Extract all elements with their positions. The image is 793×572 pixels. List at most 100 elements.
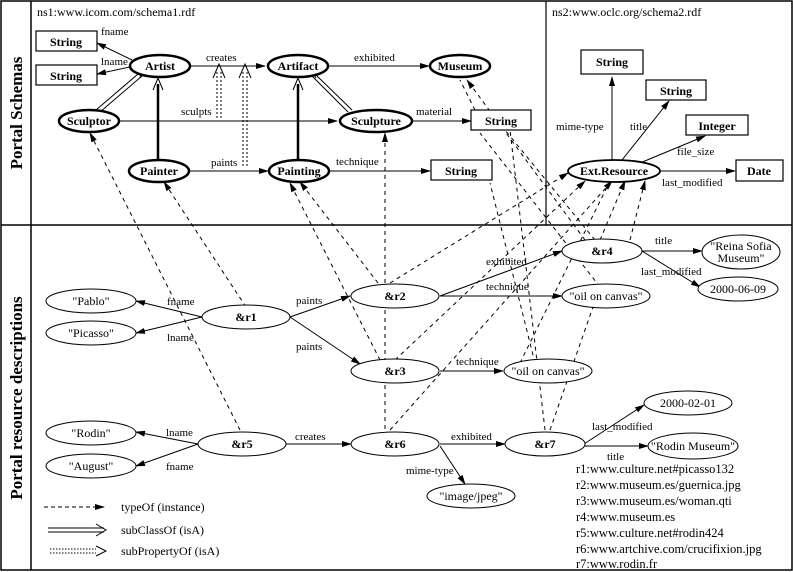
schema-class-ellipses bbox=[57, 53, 661, 184]
typeof-r4-museum bbox=[466, 79, 586, 241]
legend-subclass-line bbox=[48, 523, 107, 537]
resource-r2 bbox=[350, 283, 440, 309]
edge-label-title-r4: title bbox=[655, 235, 672, 247]
uri-r7: r7:www.rodin.fr bbox=[576, 557, 658, 571]
resource-r1 bbox=[201, 304, 291, 330]
edge-label-lname-r5: lname bbox=[166, 427, 193, 439]
edge-label-last-modified: last_modified bbox=[662, 177, 723, 189]
edge-label-exhibited: exhibited bbox=[354, 52, 395, 64]
box-string-mime bbox=[580, 49, 644, 75]
typeof-oil2-ext bbox=[519, 180, 611, 364]
edge-label-paints-r2: paints bbox=[296, 295, 322, 307]
edge-label-last-modified-r4: last_modified bbox=[641, 266, 702, 278]
schema-class-texts: Artist Artifact Museum Sculptor Sculptur… bbox=[67, 59, 649, 178]
literal-oil-canvas-1 bbox=[561, 283, 651, 309]
literal-oil-canvas-2 bbox=[503, 358, 593, 384]
edge-label-fname-r5: fname bbox=[166, 461, 194, 473]
text-reina-sofia-1: "Reina Sofia bbox=[710, 239, 772, 253]
box-string-material bbox=[470, 109, 532, 131]
literal-rodin-museum bbox=[647, 432, 739, 460]
class-sculpture bbox=[338, 108, 414, 134]
text-string-mime: String bbox=[596, 55, 628, 69]
edge-label-title: title bbox=[630, 121, 647, 133]
legend-subproperty-line bbox=[50, 545, 108, 557]
edge-label-sculpts: sculpts bbox=[181, 106, 212, 118]
box-string-technique bbox=[430, 159, 493, 181]
text-string-material: String bbox=[485, 114, 517, 128]
typeof-r7-ext bbox=[549, 286, 601, 431]
typeof-r7-museum bbox=[509, 129, 546, 431]
edge-label-technique-r2: technique bbox=[486, 281, 529, 293]
text-integer: Integer bbox=[698, 119, 736, 133]
text-string-lname: String bbox=[50, 69, 82, 83]
text-sculptor: Sculptor bbox=[67, 114, 112, 128]
uri-r2: r2:www.museum.es/guernica.jpg bbox=[576, 478, 742, 492]
namespace-ns1: ns1:www.icom.com/schema1.rdf bbox=[37, 5, 195, 19]
literal-august bbox=[45, 453, 137, 479]
uri-r5: r5:www.culture.net#rodin424 bbox=[576, 526, 725, 540]
text-date-r4: 2000-06-09 bbox=[710, 282, 766, 296]
class-museum bbox=[428, 53, 492, 79]
text-rodin: "Rodin" bbox=[71, 426, 110, 440]
edge-label-file-size: file_size bbox=[677, 146, 714, 158]
typeof-r3-painting bbox=[289, 182, 381, 361]
literal-image-jpeg bbox=[426, 483, 516, 509]
text-museum: Museum bbox=[438, 59, 483, 73]
uri-r4: r4:www.museum.es bbox=[576, 510, 675, 524]
typeof-r3-ext bbox=[394, 180, 586, 361]
legend-subclass-label: subClassOf (isA) bbox=[121, 523, 204, 537]
text-oil-canvas-2: "oil on canvas" bbox=[511, 364, 584, 378]
typeof-r2-painting bbox=[299, 181, 379, 284]
resource-edges bbox=[135, 248, 703, 485]
resource-r7 bbox=[504, 431, 586, 457]
literal-reina-sofia bbox=[701, 234, 781, 270]
uri-list: r1:www.culture.net#picasso132 r2:www.mus… bbox=[576, 462, 762, 571]
class-ext-resource bbox=[567, 159, 661, 183]
literal-pablo bbox=[45, 288, 137, 314]
uri-r1: r1:www.culture.net#picasso132 bbox=[576, 462, 734, 476]
resource-texts: &r1 &r2 &r3 &r4 &r5 &r6 &r7 "Pablo" "Pic… bbox=[68, 239, 772, 503]
class-painting bbox=[267, 158, 331, 184]
text-reina-sofia-2: Museum" bbox=[718, 251, 765, 265]
resource-r3 bbox=[350, 358, 440, 384]
text-date: Date bbox=[747, 164, 772, 178]
text-oil-canvas-1: "oil on canvas" bbox=[569, 289, 642, 303]
uri-r6: r6:www.artchive.com/crucifixion.jpg bbox=[576, 542, 762, 556]
edge-label-exhibited-r7: exhibited bbox=[451, 431, 492, 443]
text-painting: Painting bbox=[277, 164, 320, 178]
text-artifact: Artifact bbox=[278, 59, 319, 73]
edge-label-lname: lname bbox=[101, 56, 128, 68]
edge-label-fname-r1: fname bbox=[167, 296, 195, 308]
resource-r4 bbox=[561, 238, 643, 264]
namespace-ns2: ns2:www.oclc.org/schema2.rdf bbox=[552, 5, 701, 19]
text-string-fname: String bbox=[50, 35, 82, 49]
box-string-fname bbox=[35, 30, 98, 52]
text-pablo: "Pablo" bbox=[72, 294, 109, 308]
typeof-r4-ext2 bbox=[629, 180, 646, 241]
edge-label-title-r7: title bbox=[607, 451, 624, 463]
typeof-r4-ext bbox=[599, 180, 626, 241]
edge-label-paints: paints bbox=[211, 157, 237, 169]
typeof-oil2-string bbox=[489, 182, 536, 364]
text-august: "August" bbox=[69, 459, 114, 473]
class-painter bbox=[127, 158, 191, 184]
subproperty-arrowheads bbox=[212, 62, 252, 79]
text-r6: &r6 bbox=[384, 437, 405, 451]
class-artifact bbox=[266, 53, 330, 79]
box-string-lname bbox=[35, 64, 98, 86]
edge-label-technique-r3: technique bbox=[456, 356, 499, 368]
edge-label-mime-type-r6: mime-type bbox=[406, 465, 454, 477]
text-string-technique: String bbox=[445, 164, 477, 178]
subclass-arrowheads bbox=[152, 76, 304, 91]
text-image-jpeg: "image/jpeg" bbox=[439, 489, 502, 503]
text-ext-resource: Ext.Resource bbox=[580, 164, 649, 178]
text-painter: Painter bbox=[140, 164, 179, 178]
literal-picasso bbox=[45, 320, 137, 346]
subproperty-edges bbox=[216, 70, 248, 166]
legend-subproperty-label: subPropertyOf (isA) bbox=[121, 544, 219, 558]
text-string-title: String bbox=[660, 84, 692, 98]
edge-label-creates: creates bbox=[206, 52, 237, 64]
text-r7: &r7 bbox=[534, 437, 555, 451]
